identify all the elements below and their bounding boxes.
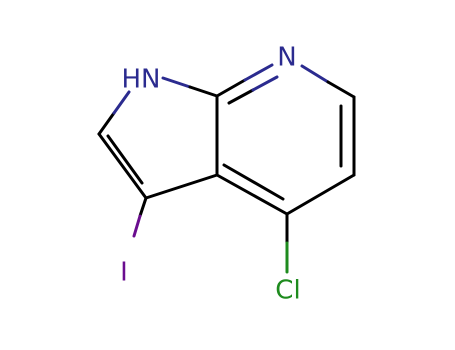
- bond-c3a-c3: [144, 173, 219, 200]
- bond-c7a-n7-c-part: [215, 78, 247, 98]
- bond-c7a-n7-inner-c: [227, 88, 255, 105]
- bond-c3-iodine-i-part: [132, 214, 142, 238]
- bond-n7-c6-c-part: [326, 80, 356, 99]
- bond-lines: [97, 63, 356, 274]
- atom-label-n-ring: N: [277, 43, 296, 73]
- bond-c7a-n7-n-part: [243, 63, 274, 82]
- atom-label-nh: HN: [122, 65, 161, 95]
- bond-c5-c4: [285, 173, 356, 216]
- bond-n7-c6-n-part: [300, 64, 330, 84]
- bond-c3-iodine-c-part: [138, 196, 148, 218]
- atom-label-iodine: I: [120, 258, 128, 288]
- atom-label-chlorine: Cl: [275, 276, 300, 306]
- bond-c3-c2-inner: [106, 134, 144, 185]
- bond-c4-c3a: [215, 173, 289, 216]
- atom-labels: HN N I Cl: [120, 43, 301, 306]
- bond-c2-n1-n-part: [112, 90, 131, 115]
- bond-nh-c7a-n-part: [161, 76, 192, 89]
- bond-c4-c3a-inner: [222, 163, 285, 201]
- bond-c3-c2: [97, 132, 148, 200]
- bond-c7a-n7-inner-n: [251, 75, 279, 92]
- bond-nh-c7a-c-part: [188, 85, 219, 98]
- bond-c2-n1-c-part: [97, 111, 116, 136]
